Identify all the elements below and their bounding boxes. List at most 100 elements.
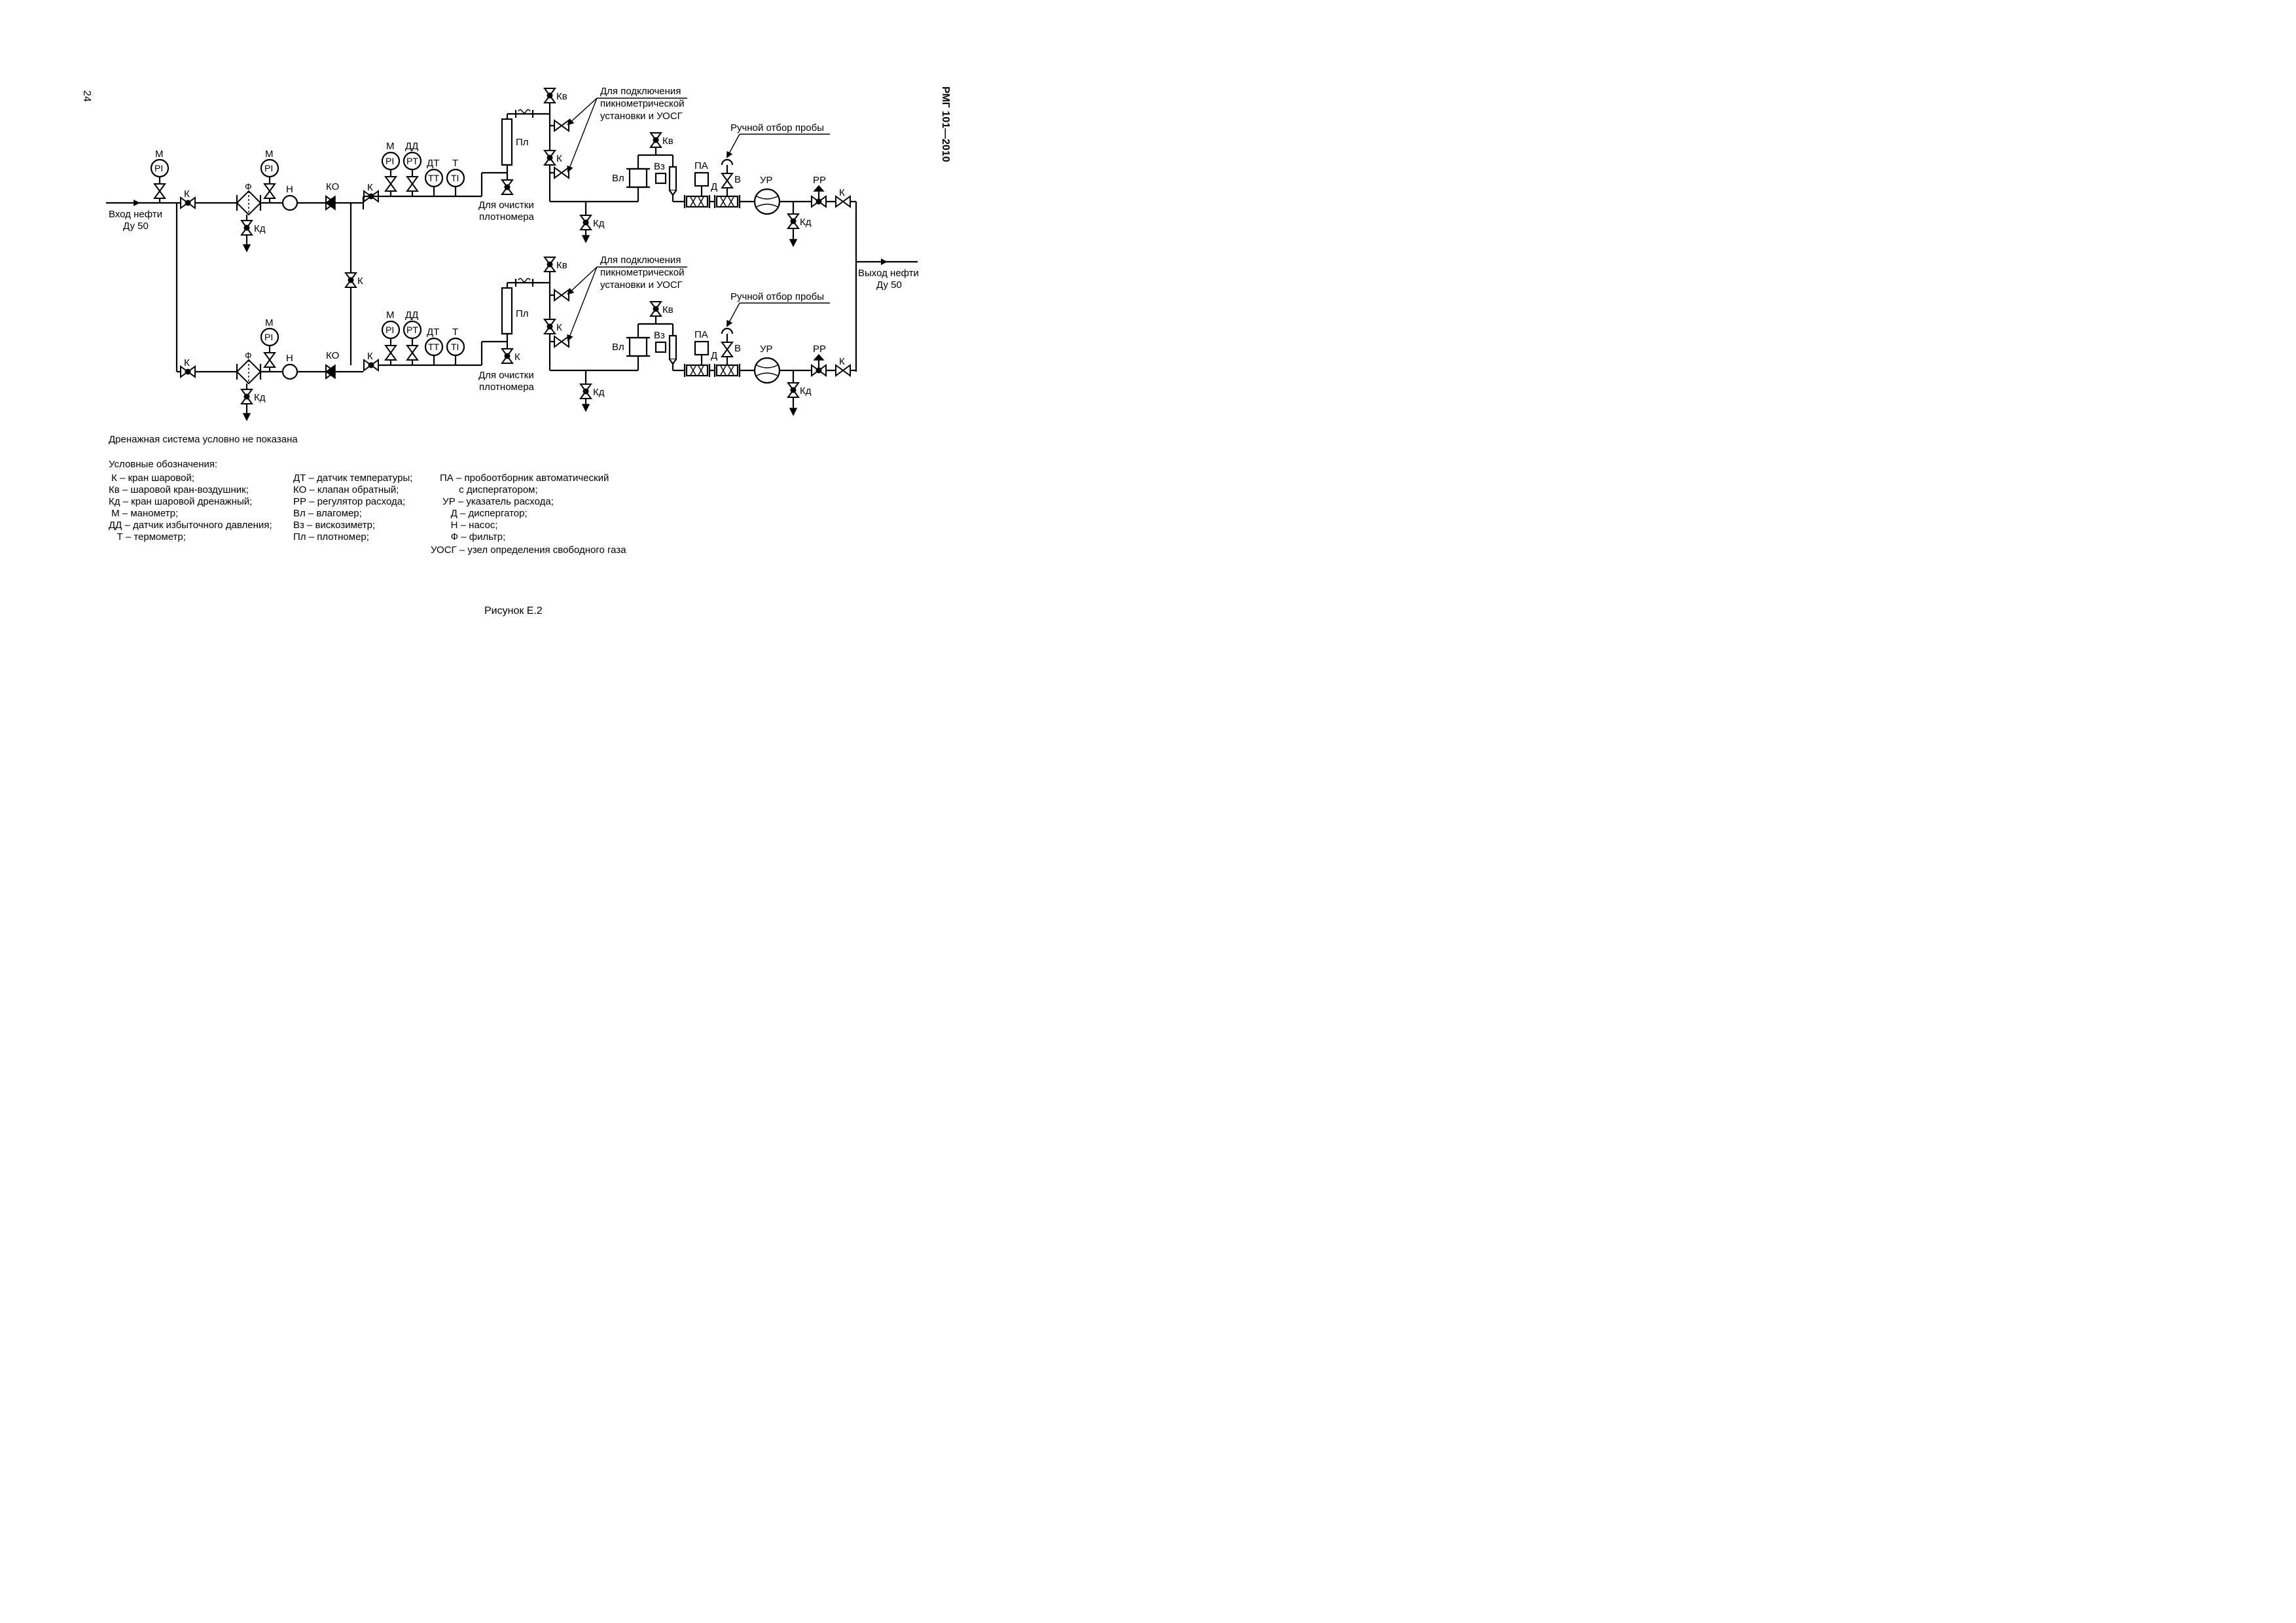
label-labels-manual_sample: Ручной отбор пробы [730, 291, 824, 302]
label-labels-connection-0: Для подключения [600, 255, 681, 266]
label-labels-connection-1: пикнометрической [600, 267, 685, 278]
label-labels-KO: КО [326, 350, 339, 361]
label-labels-Vl: Вл [612, 173, 624, 184]
label-labels-TI: TI [451, 173, 459, 183]
label-labels-KO: КО [326, 181, 339, 192]
label-labels-Kv: Кв [556, 91, 567, 102]
label-labels-T: Т [452, 327, 458, 338]
label-labels-K: К [556, 322, 562, 333]
label-labels-RR: РР [813, 175, 826, 186]
label-labels-manual_sample: Ручной отбор пробы [730, 122, 824, 134]
label-labels-M: М [386, 310, 395, 321]
label-labels-TI: TI [451, 342, 459, 352]
pipeline-schematic: 24 РМГ 101—2010 Вход нефти Ду 50 PI М К … [81, 86, 951, 616]
label-labels-K: К [357, 276, 363, 287]
label-labels-connection-0: Для подключения [600, 86, 681, 97]
label-legend-col3-0: ПА – пробоотборник автоматический [440, 473, 609, 484]
label-labels-K: К [556, 153, 562, 164]
label-legend-col2-3: Вл – влагомер; [293, 508, 362, 519]
label-labels-M: М [155, 149, 164, 160]
label-labels-N: Н [286, 184, 293, 195]
label-labels-V: В [734, 343, 741, 354]
label-labels-cleaning-0: Для очистки [478, 200, 534, 211]
label-labels-cleaning-1: плотномера [479, 382, 535, 393]
label-labels-PI: PI [154, 163, 163, 173]
label-labels-M: М [265, 317, 274, 329]
label-labels-Kd: Кд [593, 387, 605, 398]
label-labels-PI: PI [386, 156, 394, 166]
label-labels-Kv: Кв [662, 304, 673, 315]
label-labels-T: Т [452, 158, 458, 169]
outlet-label-2: Ду 50 [876, 279, 902, 291]
label-labels-PT: PT [406, 325, 418, 335]
label-labels-D: Д [711, 350, 717, 361]
legend-col-2: ДТ – датчик температуры; КО – клапан обр… [293, 473, 412, 543]
label-labels-connection-2: установки и УОСГ [600, 279, 683, 291]
label-labels-TT: TT [428, 173, 440, 183]
label-legend-col2-0: ДТ – датчик температуры; [293, 473, 412, 484]
label-labels-Kd: Кд [800, 217, 812, 228]
label-labels-RR: РР [813, 344, 826, 355]
label-labels-D: Д [711, 181, 717, 192]
label-labels-cleaning-1: плотномера [479, 211, 535, 223]
label-labels-TT: TT [428, 342, 440, 352]
label-labels-UR: УР [760, 344, 773, 355]
figure-caption: Рисунок Е.2 [484, 605, 543, 616]
label-labels-Kv: Кв [556, 260, 567, 271]
label-labels-DT: ДТ [427, 327, 439, 338]
label-labels-K: К [184, 188, 190, 200]
label-labels-Vz: Вз [654, 161, 665, 172]
label-labels-connection-1: пикнометрической [600, 98, 685, 109]
label-legend-col2-1: КО – клапан обратный; [293, 484, 399, 495]
legend-col-1: К – кран шаровой; Кв – шаровой кран-возд… [109, 473, 272, 543]
top-line: PI М К Ф Кд PI М Н КО К [150, 86, 856, 365]
label-labels-K: К [184, 357, 190, 368]
label-labels-PA: ПА [694, 160, 708, 171]
label-legend-col3-1: с диспергатором; [440, 484, 538, 495]
label-labels-DT: ДТ [427, 158, 439, 169]
label-labels-Vz: Вз [654, 330, 665, 341]
label-labels-V: В [734, 174, 741, 185]
label-labels-F: Ф [245, 350, 252, 361]
label-labels-connection-2: установки и УОСГ [600, 111, 683, 122]
inlet-label-1: Вход нефти [109, 209, 162, 220]
label-labels-UR: УР [760, 175, 773, 186]
legend-title: Условные обозначения: [109, 459, 217, 470]
label-legend-col3-6: УОСГ – узел определения свободного газа [431, 544, 626, 556]
drawing-sheet: 24 РМГ 101—2010 Вход нефти Ду 50 PI М К … [0, 0, 1026, 725]
label-labels-PI: PI [264, 163, 273, 173]
bottom-line: К Ф Кд PI М Н КО К PI М PT ДД [177, 255, 856, 421]
label-legend-col1-4: ДД – датчик избыточного давления; [109, 520, 272, 531]
outlet-label-1: Выход нефти [858, 268, 919, 279]
label-labels-Kv: Кв [662, 135, 673, 147]
label-labels-Kd: Кд [254, 392, 266, 403]
label-labels-cleaning-0: Для очистки [478, 370, 534, 381]
label-labels-Kd: Кд [800, 385, 812, 397]
page-number: 24 [81, 90, 92, 102]
label-legend-col2-5: Пл – плотномер; [293, 531, 369, 543]
label-legend-col1-1: Кв – шаровой кран-воздушник; [109, 484, 249, 495]
label-labels-PT: PT [406, 156, 418, 166]
label-labels-K: К [367, 182, 373, 193]
label-legend-col1-2: Кд – кран шаровой дренажный; [109, 496, 252, 507]
label-legend-col2-4: Вз – вискозиметр; [293, 520, 375, 531]
label-labels-PA: ПА [694, 329, 708, 340]
label-legend-col3-3: Д – диспергатор; [440, 508, 528, 519]
label-labels-K: К [367, 351, 373, 362]
standard-code: РМГ 101—2010 [940, 86, 951, 162]
label-labels-Pl: Пл [516, 137, 529, 148]
label-labels-Pl: Пл [516, 308, 529, 319]
label-labels-M: М [265, 149, 274, 160]
label-labels-K: К [514, 351, 520, 363]
label-labels-PI: PI [264, 332, 273, 342]
label-legend-col3-2: УР – указатель расхода; [440, 496, 554, 507]
label-labels-F: Ф [245, 181, 252, 192]
drainage-note: Дренажная система условно не показана [109, 434, 298, 445]
label-labels-DD: ДД [405, 141, 418, 152]
label-legend-col3-4: Н – насос; [440, 520, 497, 531]
label-labels-PI: PI [386, 325, 394, 335]
legend-col-3: ПА – пробоотборник автоматический с дисп… [431, 473, 626, 556]
label-legend-col1-5: Т – термометр; [109, 531, 186, 543]
inlet-label-2: Ду 50 [123, 221, 149, 232]
label-labels-Kd: Кд [254, 223, 266, 234]
